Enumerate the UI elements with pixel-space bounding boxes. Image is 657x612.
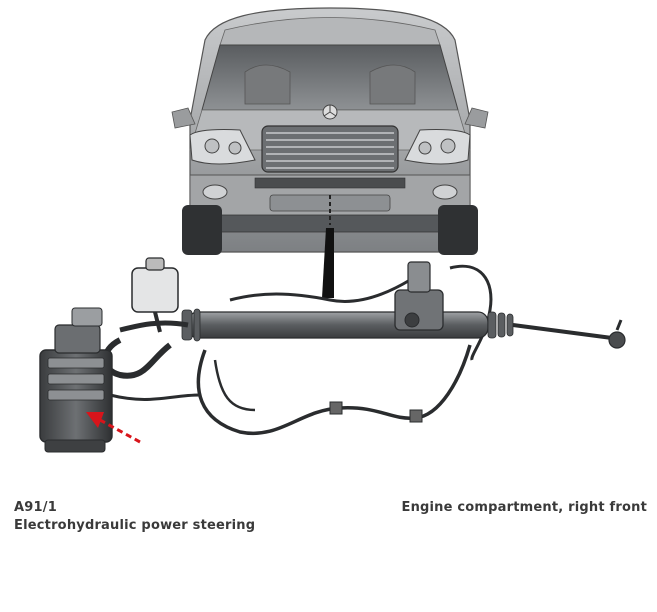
red-indicator-arrow [86,412,141,444]
location-label: Engine compartment, right front [401,500,647,515]
component-location-illustration [39,7,626,453]
pointer-wedge [322,228,334,298]
component-name-label: Electrohydraulic power steering [14,518,256,533]
car-front-view [171,7,489,255]
component-code-label: A91/1 [14,500,57,515]
pump-unit [39,307,113,453]
